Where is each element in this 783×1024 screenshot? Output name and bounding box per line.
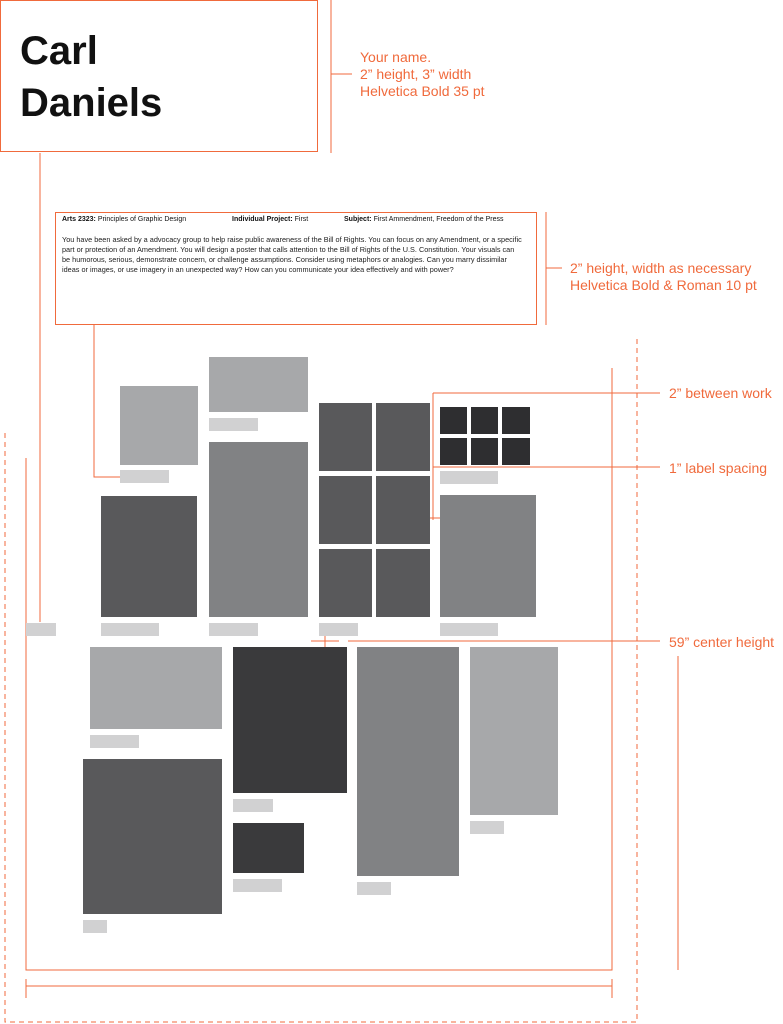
series-piece [376,403,430,471]
work-label-placeholder [319,623,358,636]
name-block-frame [0,0,318,152]
work-label-placeholder [440,471,498,484]
series-piece [471,438,498,465]
work-label-placeholder [209,623,258,636]
brief-spec-line-2: Helvetica Bold & Roman 10 pt [570,277,757,293]
work-label-placeholder [233,879,282,892]
name-last: Daniels [20,81,163,125]
between-work-label: 2” between work [669,385,772,401]
work-label-placeholder [83,920,107,933]
work-piece [357,647,459,876]
name-spec-line-2: 2” height, 3” width [360,66,472,82]
brief-body-text: You have been asked by a advocacy group … [62,235,522,274]
series-piece [440,438,467,465]
brief-project-label: Individual Project: [232,216,293,223]
brief-project: Individual Project: First [232,216,308,223]
name-spec-line-1: Your name. [360,49,432,65]
work-label-placeholder [101,623,159,636]
brief-course-value: Principles of Graphic Design [97,216,187,223]
work-piece [90,647,222,729]
brief-subject-label: Subject: [344,216,372,223]
work-label-placeholder [233,799,273,812]
outer-dashed-frame [4,338,638,1023]
series-piece [376,476,430,544]
work-piece [120,386,198,465]
brief-course-label: Arts 2323: [62,216,96,223]
work-piece [233,823,304,873]
series-piece [319,549,372,617]
brief-spec-line-1: 2” height, width as necessary [570,260,752,276]
series-piece [376,549,430,617]
work-label-placeholder [90,735,139,748]
work-piece [440,495,536,617]
work-piece [470,647,558,815]
project-brief-frame [55,212,537,325]
work-label-placeholder [120,470,169,483]
name-first: Carl [20,29,98,73]
series-piece [502,407,530,434]
brief-subject-value: First Ammendment, Freedom of the Press [373,216,504,223]
work-label-placeholder [440,623,498,636]
work-piece [209,442,308,617]
series-piece [319,476,372,544]
brief-subject: Subject: First Ammendment, Freedom of th… [344,216,504,223]
series-piece [502,438,530,465]
brief-course: Arts 2323: Principles of Graphic Design [62,216,186,223]
work-piece [233,647,347,793]
inner-frame [25,368,613,971]
series-piece [471,407,498,434]
brief-project-value: First [294,216,309,223]
series-piece [319,403,372,471]
work-piece [83,759,222,914]
series-piece [440,407,467,434]
work-piece [101,496,197,617]
name-spec-line-3: Helvetica Bold 35 pt [360,83,485,99]
work-piece [209,357,308,412]
work-label-placeholder [470,821,504,834]
label-spacing-label: 1” label spacing [669,460,768,476]
work-label-placeholder [357,882,391,895]
center-height-label: 59” center height [669,634,775,650]
work-label-placeholder [209,418,258,431]
work-label-placeholder [26,623,56,636]
